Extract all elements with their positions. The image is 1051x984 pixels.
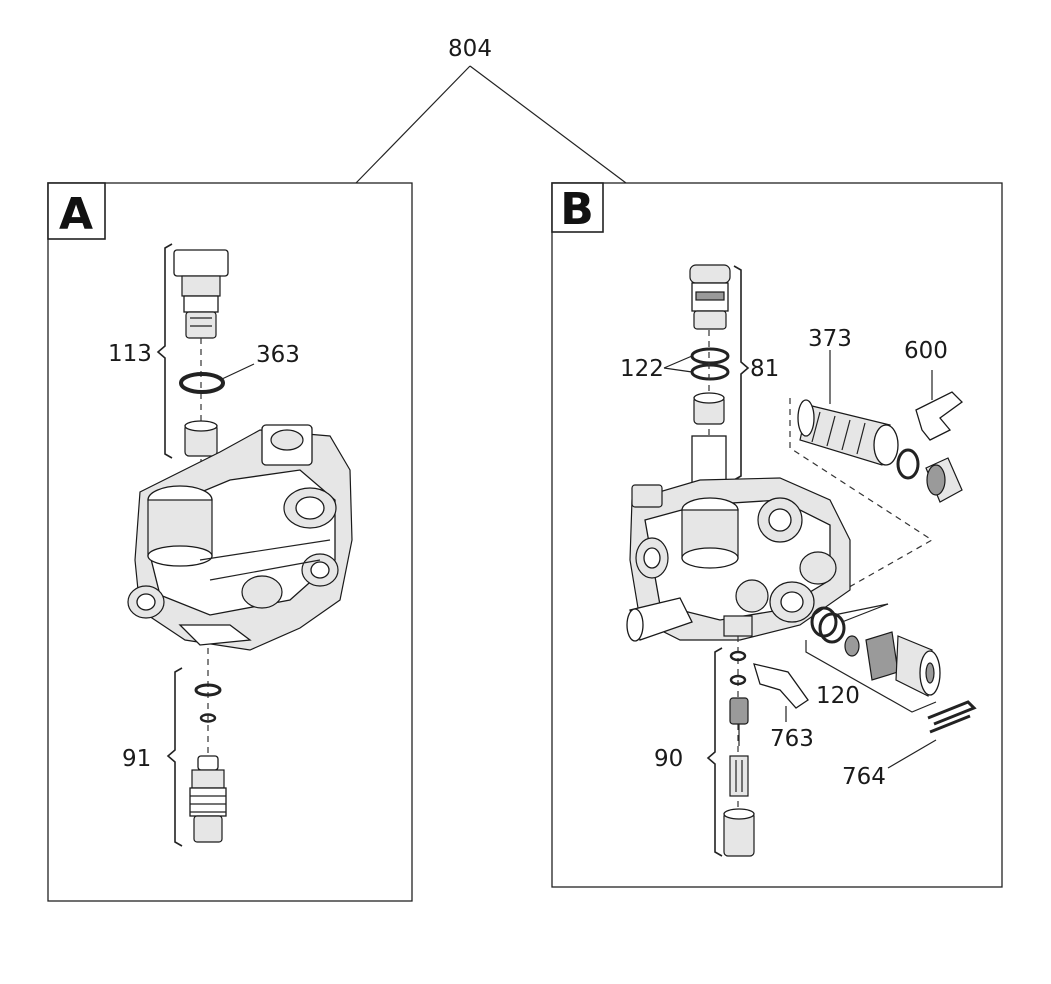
panel-a: A 113 363 <box>47 182 413 902</box>
o-ring-91a <box>194 683 222 697</box>
panel-a-badge <box>47 182 106 240</box>
leader-120b <box>841 603 889 623</box>
callout-763: 763 <box>770 726 814 752</box>
brace-90 <box>706 647 723 857</box>
washer-91b <box>199 713 217 723</box>
panel-b-letter: B <box>560 184 594 235</box>
callout-113: 113 <box>108 341 152 367</box>
panel-b-badge <box>551 182 604 233</box>
callout-373: 373 <box>808 326 852 352</box>
pump-head-body-b <box>626 477 851 642</box>
washer-90b <box>729 674 747 686</box>
valve-cap-part <box>173 249 229 339</box>
valve-insert-90 <box>723 697 755 857</box>
clip-763 <box>753 663 809 709</box>
clip-600 <box>915 391 963 441</box>
callout-764: 764 <box>842 764 886 790</box>
leader-120a <box>833 603 889 616</box>
o-ring-inlet <box>896 448 920 480</box>
leader-804-to-A <box>355 65 471 184</box>
o-ring-120a <box>810 606 838 638</box>
inlet-coupling <box>925 457 963 503</box>
leader-363 <box>221 363 255 380</box>
valve-cap-part-b <box>689 264 731 330</box>
bracket-120 <box>805 640 937 713</box>
panel-a-frame <box>47 182 413 902</box>
o-ring-122b <box>690 363 730 381</box>
assembly-label-804: 804 <box>448 36 492 62</box>
o-ring-363 <box>179 372 225 394</box>
leader-764 <box>887 739 937 769</box>
piston-part <box>184 420 218 457</box>
strainer-group-bracket <box>789 398 934 616</box>
leader-122a <box>663 355 693 369</box>
callout-363: 363 <box>256 342 300 368</box>
panel-b-frame <box>551 182 1003 888</box>
pump-head-body-a <box>127 424 353 651</box>
pin-764 <box>927 700 977 734</box>
o-ring-122a <box>690 347 730 365</box>
panel-b: B 81 122 <box>551 182 1003 888</box>
o-ring-120b <box>818 612 846 644</box>
brace-81 <box>733 265 750 481</box>
callout-91: 91 <box>122 746 151 772</box>
brace-113 <box>156 243 173 459</box>
strainer-373 <box>797 399 899 466</box>
washer-90a <box>729 650 747 662</box>
panel-a-letter: A <box>59 189 93 240</box>
callout-81: 81 <box>750 356 779 382</box>
callout-122: 122 <box>620 356 664 382</box>
brace-91 <box>166 667 183 847</box>
leader-804-to-B <box>469 65 627 184</box>
callout-90: 90 <box>654 746 683 772</box>
valve-insert-91 <box>189 755 227 843</box>
outlet-valve-120 <box>844 631 941 697</box>
callout-120: 120 <box>816 683 860 709</box>
callout-600: 600 <box>904 338 948 364</box>
leader-122b <box>663 367 693 373</box>
